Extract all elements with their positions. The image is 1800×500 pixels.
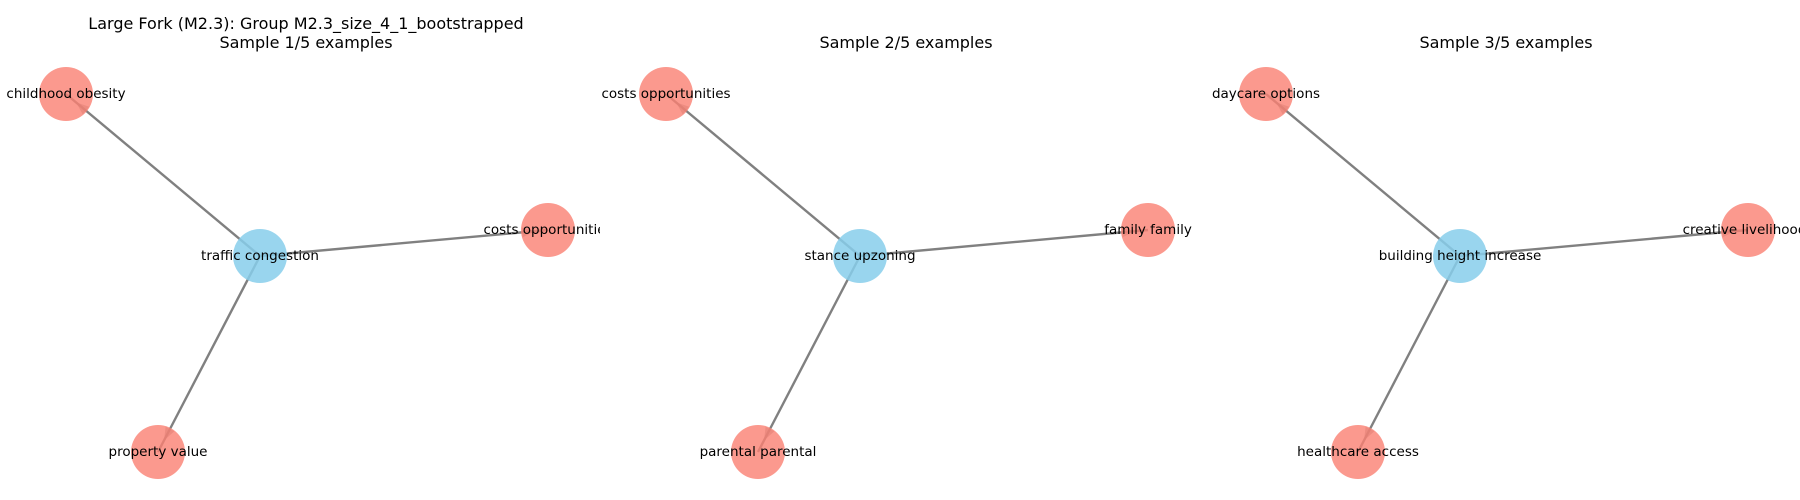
edges [65, 93, 549, 453]
edge-center-leaf-3 [756, 255, 862, 453]
panel-1: Sample 1/5 examples traffic congestion c… [6, 33, 612, 479]
edges [1265, 93, 1749, 453]
leaf-node-1 [39, 67, 93, 121]
edge-center-leaf-2 [1459, 228, 1749, 258]
panel-title: Sample 3/5 examples [1419, 33, 1592, 52]
edge-center-leaf-1 [665, 93, 861, 257]
leaf-node-1 [639, 67, 693, 121]
panel-3: Sample 3/5 examples building height incr… [1212, 33, 1800, 479]
arrowheads [676, 102, 1136, 441]
leaf-node-label-3: healthcare access [1297, 444, 1419, 460]
edge-center-leaf-2 [259, 228, 549, 258]
edges [665, 93, 1149, 453]
center-node-label: building height increase [1379, 248, 1542, 264]
leaf-node-label-2: costs opportunities [483, 222, 612, 238]
leaf-node-label-1: daycare options [1212, 86, 1320, 102]
leaf-node-2 [1121, 203, 1175, 257]
leaf-node-3 [1331, 425, 1385, 479]
leaf-node-2 [521, 203, 575, 257]
leaf-node-label-1: costs opportunities [601, 86, 730, 102]
panel-2: Sample 2/5 examples stance upzoning cost… [601, 33, 1192, 479]
center-node-label: traffic congestion [201, 248, 319, 264]
panel-title: Sample 1/5 examples [219, 33, 392, 52]
leaf-node-label-3: property value [109, 444, 208, 460]
edge-center-leaf-3 [1356, 255, 1462, 453]
leaf-node-label-2: family family [1104, 222, 1192, 238]
leaf-node-3 [131, 425, 185, 479]
leaf-node-1 [1239, 67, 1293, 121]
leaf-node-2 [1721, 203, 1775, 257]
center-node-label: stance upzoning [804, 248, 915, 264]
arrowheads [1276, 102, 1736, 441]
edge-center-leaf-2 [859, 228, 1149, 258]
leaf-node-label-2: creative livelihoods [1683, 222, 1800, 238]
leaf-node-label-3: parental parental [700, 444, 817, 460]
leaf-node-3 [731, 425, 785, 479]
edge-center-leaf-1 [65, 93, 261, 257]
center-node [833, 229, 887, 283]
arrowheads [76, 102, 536, 441]
edge-center-leaf-3 [156, 255, 262, 453]
center-node [1433, 229, 1487, 283]
center-node [233, 229, 287, 283]
leaf-node-label-1: childhood obesity [6, 86, 125, 102]
figure-suptitle: Large Fork (M2.3): Group M2.3_size_4_1_b… [88, 14, 523, 34]
panel-title: Sample 2/5 examples [819, 33, 992, 52]
edge-center-leaf-1 [1265, 93, 1461, 257]
